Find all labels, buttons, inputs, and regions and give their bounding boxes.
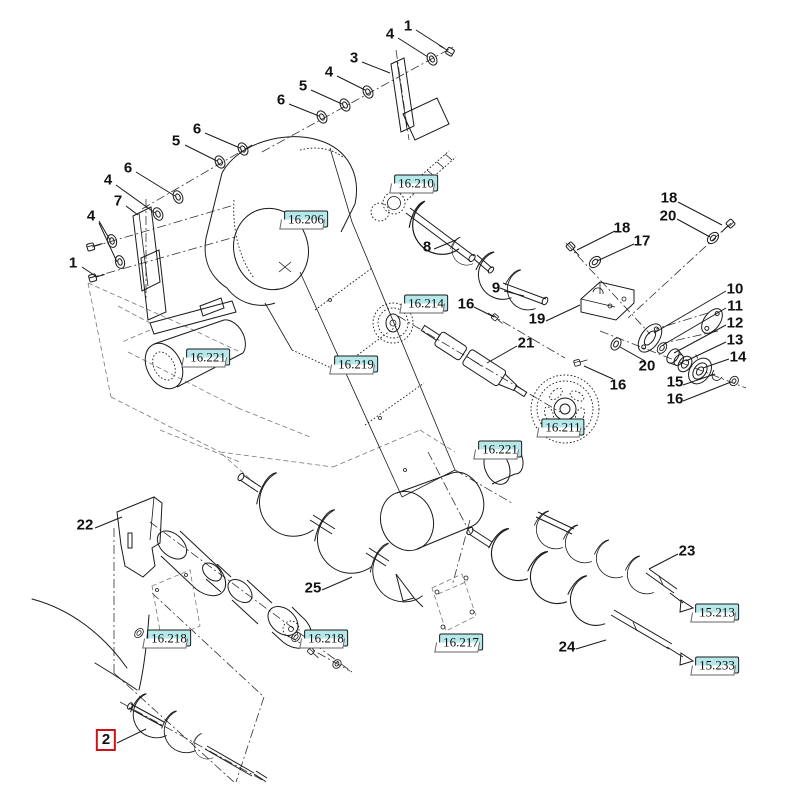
callout-1: 1 [68,254,78,272]
plate-7 [132,206,167,321]
callout-3: 3 [349,49,359,67]
callout-8: 8 [422,238,432,256]
auger-housing-16206 [204,136,357,306]
auger-25 [237,469,433,608]
auger-23 [528,507,678,599]
callout-4: 4 [324,63,334,81]
centerlines [89,45,747,784]
callout-25: 25 [304,579,322,597]
callout-7: 7 [113,192,123,210]
ref-box-16.219[interactable]: 16.219 [334,355,378,373]
highlighted-callout-2[interactable]: 2 [95,729,117,751]
red-highlight-arrow [31,598,150,691]
callout-14: 14 [729,348,747,366]
callout-16: 16 [609,376,627,394]
callout-4: 4 [103,171,113,189]
callout-9: 9 [491,279,501,297]
shaft-21 [420,324,528,398]
machine-body-outline [87,282,456,487]
callout-4: 4 [86,207,96,225]
ref-box-16.221[interactable]: 16.221 [478,440,522,458]
callout-4: 4 [385,25,395,43]
callout-6: 6 [123,159,133,177]
elevator-duct-16219 [264,147,456,498]
ref-arrow-leaders [666,592,695,666]
rear-beater-16221 [144,297,246,390]
callout-6: 6 [276,91,286,109]
callout-12: 12 [726,314,744,332]
auger-9 [468,247,549,315]
auger-24 [466,523,673,650]
mount-bracket-19 [580,281,635,321]
ref-box-16.218[interactable]: 16.218 [147,629,191,647]
callout-6: 6 [192,120,202,138]
gasket-plate-16217 [431,573,477,632]
ref-box-15.213[interactable]: 15.213 [695,603,739,621]
callout-21: 21 [517,334,535,352]
ref-box-16.218[interactable]: 16.218 [304,629,348,647]
callout-16: 16 [457,295,475,313]
callout-18: 18 [660,189,678,207]
callout-23: 23 [678,542,696,560]
callout-17: 17 [633,232,651,250]
callout-5: 5 [171,132,181,150]
ref-box-16.211[interactable]: 16.211 [541,418,585,436]
ref-box-16.206[interactable]: 16.206 [284,210,328,228]
callout-13: 13 [726,331,744,349]
sprocket-16214 [372,302,414,344]
ref-box-15.233[interactable]: 15.233 [695,656,739,674]
callout-20: 20 [638,357,656,375]
callout-18: 18 [613,219,631,237]
callout-24: 24 [558,638,576,656]
callout-11: 11 [727,297,743,315]
callout-16: 16 [666,390,684,408]
leader-lines [81,29,732,744]
callout-10: 10 [726,280,744,298]
callout-15: 15 [666,373,684,391]
plate-3 [390,57,450,141]
ref-box-16.217[interactable]: 16.217 [439,633,483,651]
callout-19: 19 [528,310,546,328]
callout-20: 20 [659,207,677,225]
ref-box-16.210[interactable]: 16.210 [394,174,438,192]
ref-box-16.214[interactable]: 16.214 [404,294,448,312]
fastener-hardware [85,41,737,367]
ref-box-16.221[interactable]: 16.221 [186,348,230,366]
auger-2 [124,690,268,782]
callout-22: 22 [76,516,94,534]
auger-8 [404,198,495,274]
callout-1: 1 [403,17,413,35]
callout-5: 5 [298,77,308,95]
